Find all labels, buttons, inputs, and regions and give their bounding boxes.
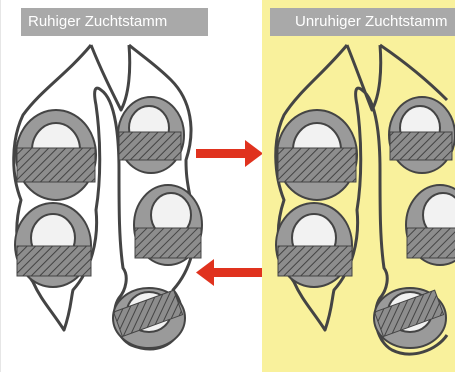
queen-cell-icon	[277, 110, 357, 200]
queen-cell-icon	[118, 97, 184, 173]
queen-cell-icon	[16, 110, 96, 200]
queen-cell-icon	[113, 288, 185, 348]
queen-cell-icon	[406, 185, 455, 265]
queen-cell-icon	[15, 203, 91, 287]
queen-cell-icon	[276, 203, 352, 287]
panel-unruhiger-zuchtstamm: Unruhiger Zuchtstamm	[262, 0, 455, 372]
panel-ruhiger-zuchtstamm: Ruhiger Zuchtstamm	[0, 0, 262, 372]
red-arrow-icon	[196, 140, 262, 167]
brood-comb-diagram-left	[1, 0, 262, 372]
brood-comb-diagram-right	[262, 0, 455, 372]
queen-cell-icon	[134, 185, 202, 265]
queen-cell-icon	[389, 97, 455, 173]
queen-cell-icon	[374, 288, 446, 348]
red-arrow-icon	[196, 259, 262, 286]
